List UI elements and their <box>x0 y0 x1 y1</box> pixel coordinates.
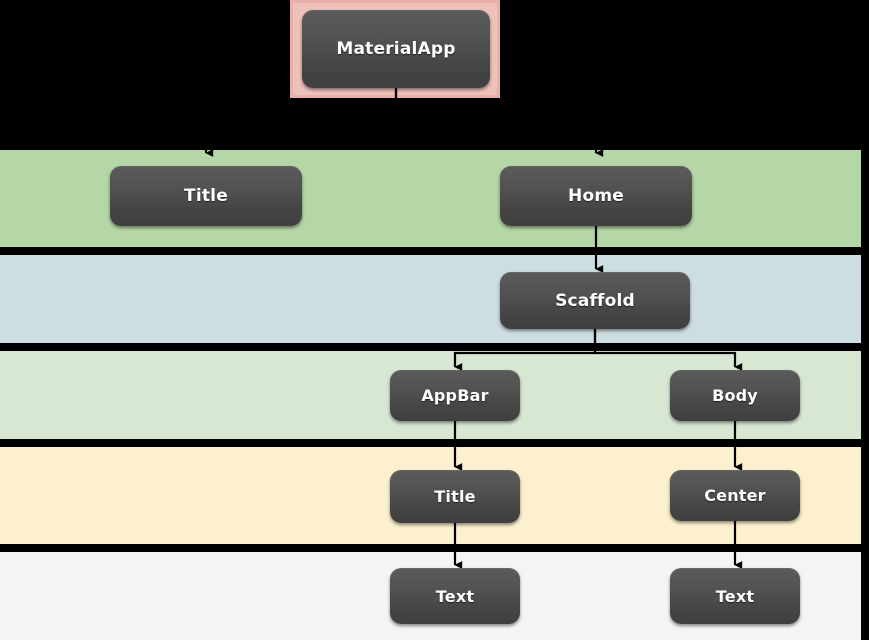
node-text-right[interactable]: Text <box>670 568 800 624</box>
node-center[interactable]: Center <box>670 470 800 521</box>
node-title-appbar[interactable]: Title <box>390 470 520 523</box>
node-home[interactable]: Home <box>500 166 692 226</box>
node-materialapp[interactable]: MaterialApp <box>302 10 490 88</box>
edge-materialapp-title <box>204 88 398 157</box>
edge-scaffold-appbar <box>453 329 597 371</box>
edge-materialapp-home <box>394 88 604 157</box>
level-band-scaffold <box>0 255 861 343</box>
node-title-top[interactable]: Title <box>110 166 302 226</box>
node-appbar[interactable]: AppBar <box>390 370 520 421</box>
node-scaffold[interactable]: Scaffold <box>500 272 690 329</box>
node-body[interactable]: Body <box>670 370 800 421</box>
node-text-left[interactable]: Text <box>390 568 520 624</box>
edge-scaffold-body <box>593 329 743 371</box>
